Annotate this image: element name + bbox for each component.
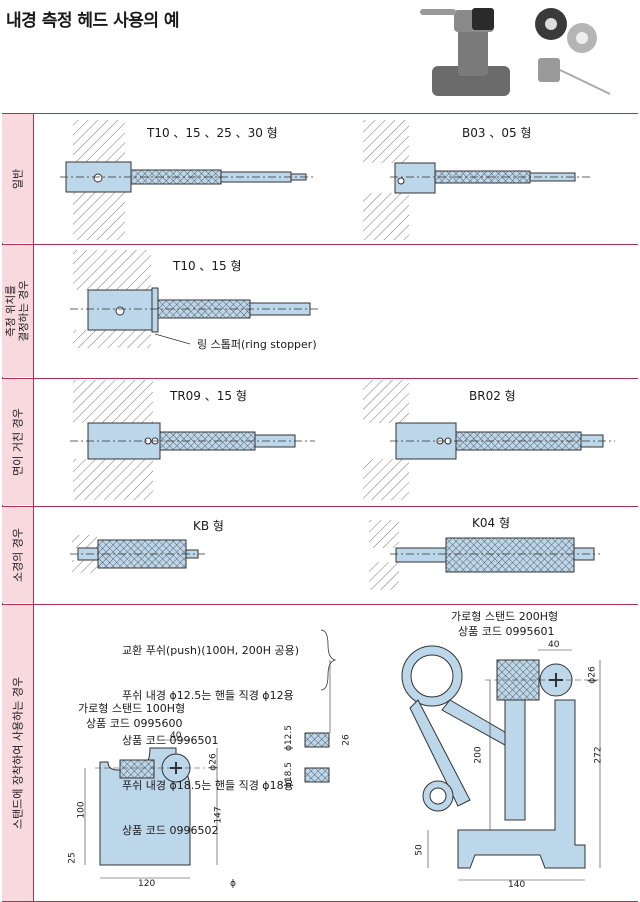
dim-200h-h2: 50	[414, 844, 425, 856]
dim-200h-dia: ϕ26	[587, 666, 598, 684]
small-bore-left-caption: KB 형	[193, 519, 224, 533]
rough-left-caption: TR09 、15 형	[170, 389, 247, 403]
general-right-drawing	[363, 120, 590, 240]
dim-push-d2: ϕ18.5	[283, 762, 294, 788]
ring-stopper-callout: 링 스톱퍼(ring stopper)	[197, 338, 317, 351]
dim-push-d1: ϕ12.5	[283, 725, 294, 751]
dim-100h-phi: ϕ	[230, 879, 236, 889]
dim-100h-h1: 100	[76, 801, 87, 819]
row-label-small-bore: 소경의 경우	[2, 507, 33, 603]
dim-100h-h3: 147	[213, 806, 224, 824]
stand-200h-code: 상품 코드 0995601	[458, 625, 555, 638]
dim-200h-width: 140	[508, 880, 526, 890]
dim-100h-width: 120	[138, 879, 156, 889]
general-left-drawing	[60, 120, 315, 240]
page-title: 내경 측정 헤드 사용의 예	[6, 11, 180, 31]
stand-200h-name: 가로형 스탠드 200H형	[451, 610, 559, 623]
push-note-line: 푸쉬 내경 ϕ12.5는 핸들 직경 ϕ12용	[122, 689, 294, 702]
rough-left-drawing	[70, 380, 315, 500]
general-left-caption: T10 、15 、25 、30 형	[147, 126, 278, 140]
dim-push-len: 26	[341, 734, 352, 746]
row-label-rough: 면이 거친 경우	[2, 379, 33, 505]
push-note-line: 푸쉬 내경 ϕ18.5는 핸들 직경 ϕ18용	[122, 779, 294, 792]
stand-200h-drawing	[401, 645, 601, 881]
dim-100h-dia: ϕ26	[208, 753, 219, 771]
positioning-caption: T10 、15 형	[173, 259, 242, 273]
push-note-line: 상품 코드 0996502	[122, 824, 219, 837]
row-label-stand: 스탠드에 장착하여 사용하는 경우	[2, 605, 33, 901]
push-note-line: 상품 코드 0996501	[122, 734, 219, 747]
usage-table: 일반 측정 위치를 결정하는 경우 면이 거친 경우 소경의 경우 스탠드에 장…	[2, 113, 638, 902]
stand-100h-drawing	[84, 739, 218, 879]
dim-200h-h3: 272	[593, 746, 604, 764]
push-note-line: 교환 푸쉬(push)(100H, 200H 공용)	[122, 644, 300, 657]
general-right-caption: B03 、05 형	[462, 126, 532, 140]
row-label-positioning: 측정 위치를 결정하는 경우	[2, 245, 33, 377]
push-bushings-drawing	[304, 629, 337, 783]
small-bore-left-drawing	[70, 535, 205, 573]
small-bore-right-caption: K04 형	[472, 516, 510, 530]
dim-200h-h1: 200	[473, 746, 484, 764]
positioning-drawing	[70, 250, 320, 348]
dim-200h-top: 40	[548, 640, 560, 650]
product-photo	[420, 8, 611, 96]
dim-100h-top: 40	[170, 731, 182, 741]
stand-100h-name: 가로형 스탠드 100H형	[78, 702, 186, 715]
rough-right-drawing	[363, 380, 615, 500]
row-label-general: 일반	[2, 114, 33, 243]
rough-right-caption: BR02 형	[469, 389, 516, 403]
small-bore-right-drawing	[369, 520, 600, 590]
dim-100h-h2: 25	[67, 852, 78, 864]
push-note: 교환 푸쉬(push)(100H, 200H 공용) 푸쉬 내경 ϕ12.5는 …	[122, 613, 299, 853]
stand-100h-code: 상품 코드 0995600	[86, 717, 183, 730]
